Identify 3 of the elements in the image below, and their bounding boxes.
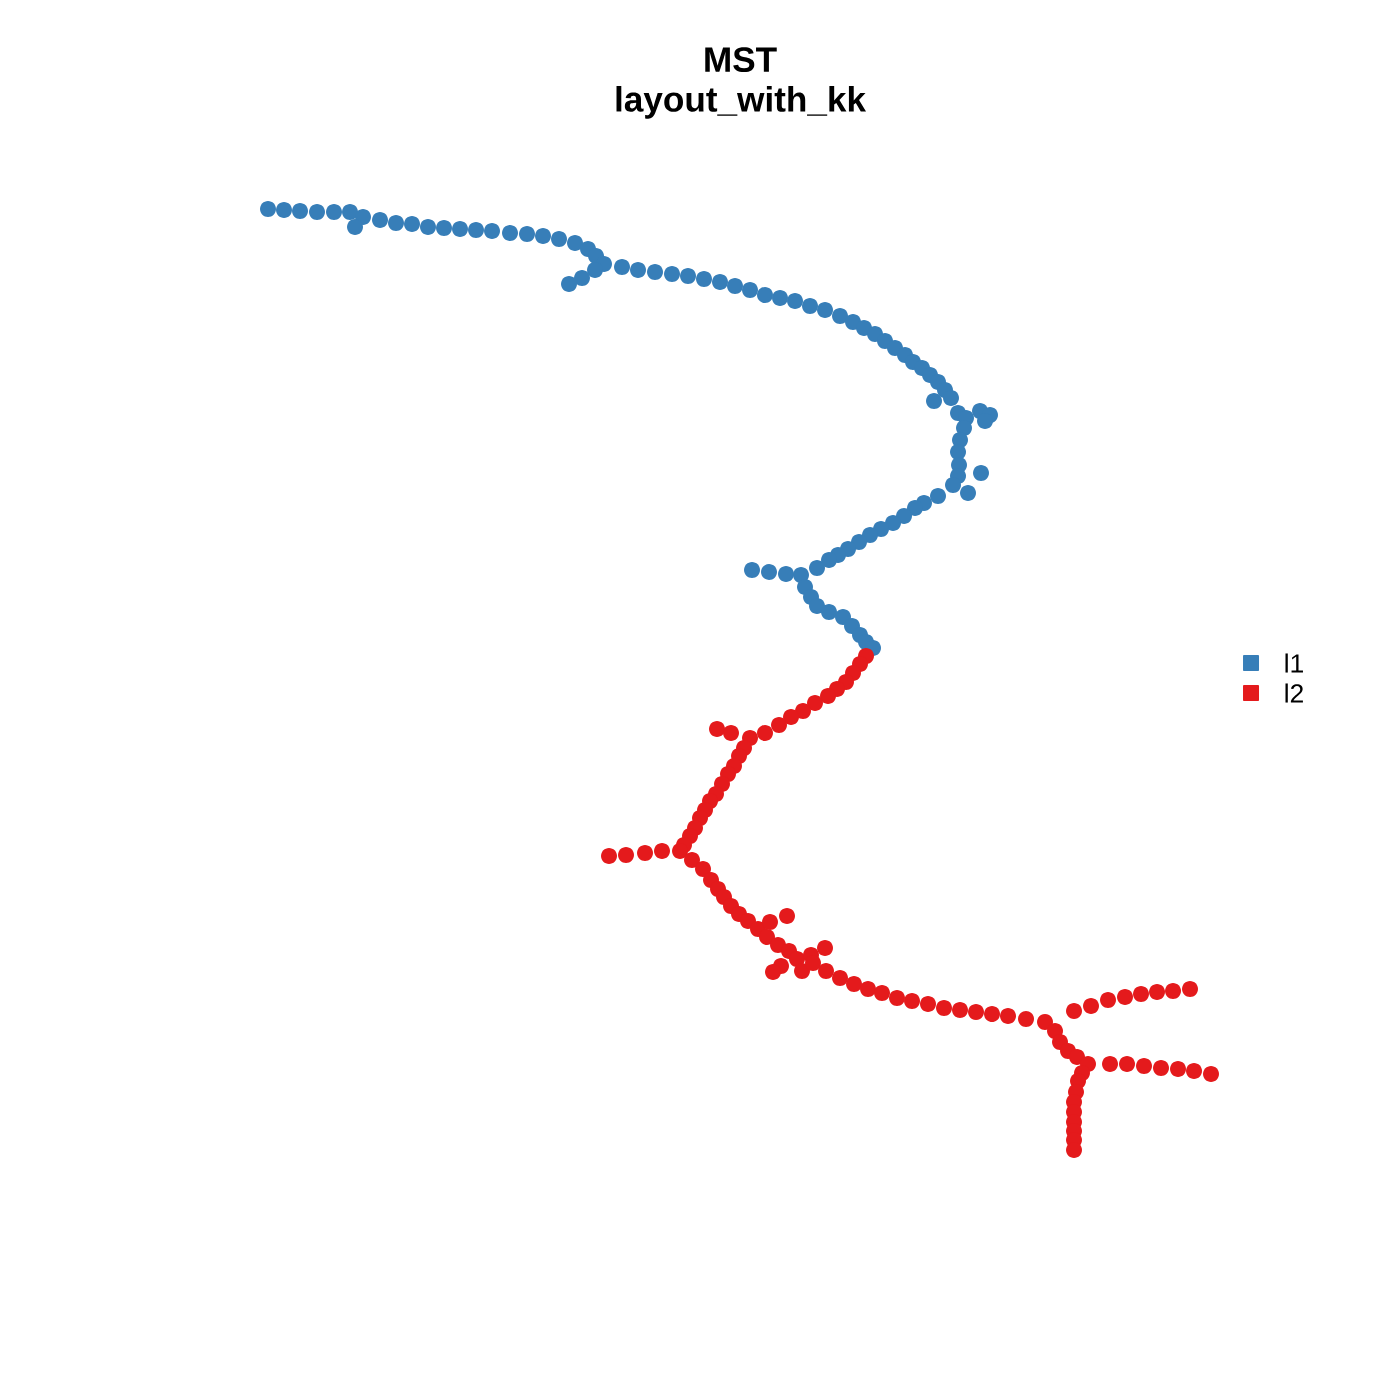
legend-label: l1 [1285, 653, 1303, 673]
legend-label: l2 [1285, 683, 1303, 703]
title: MST layout_with_kk [616, 47, 866, 119]
